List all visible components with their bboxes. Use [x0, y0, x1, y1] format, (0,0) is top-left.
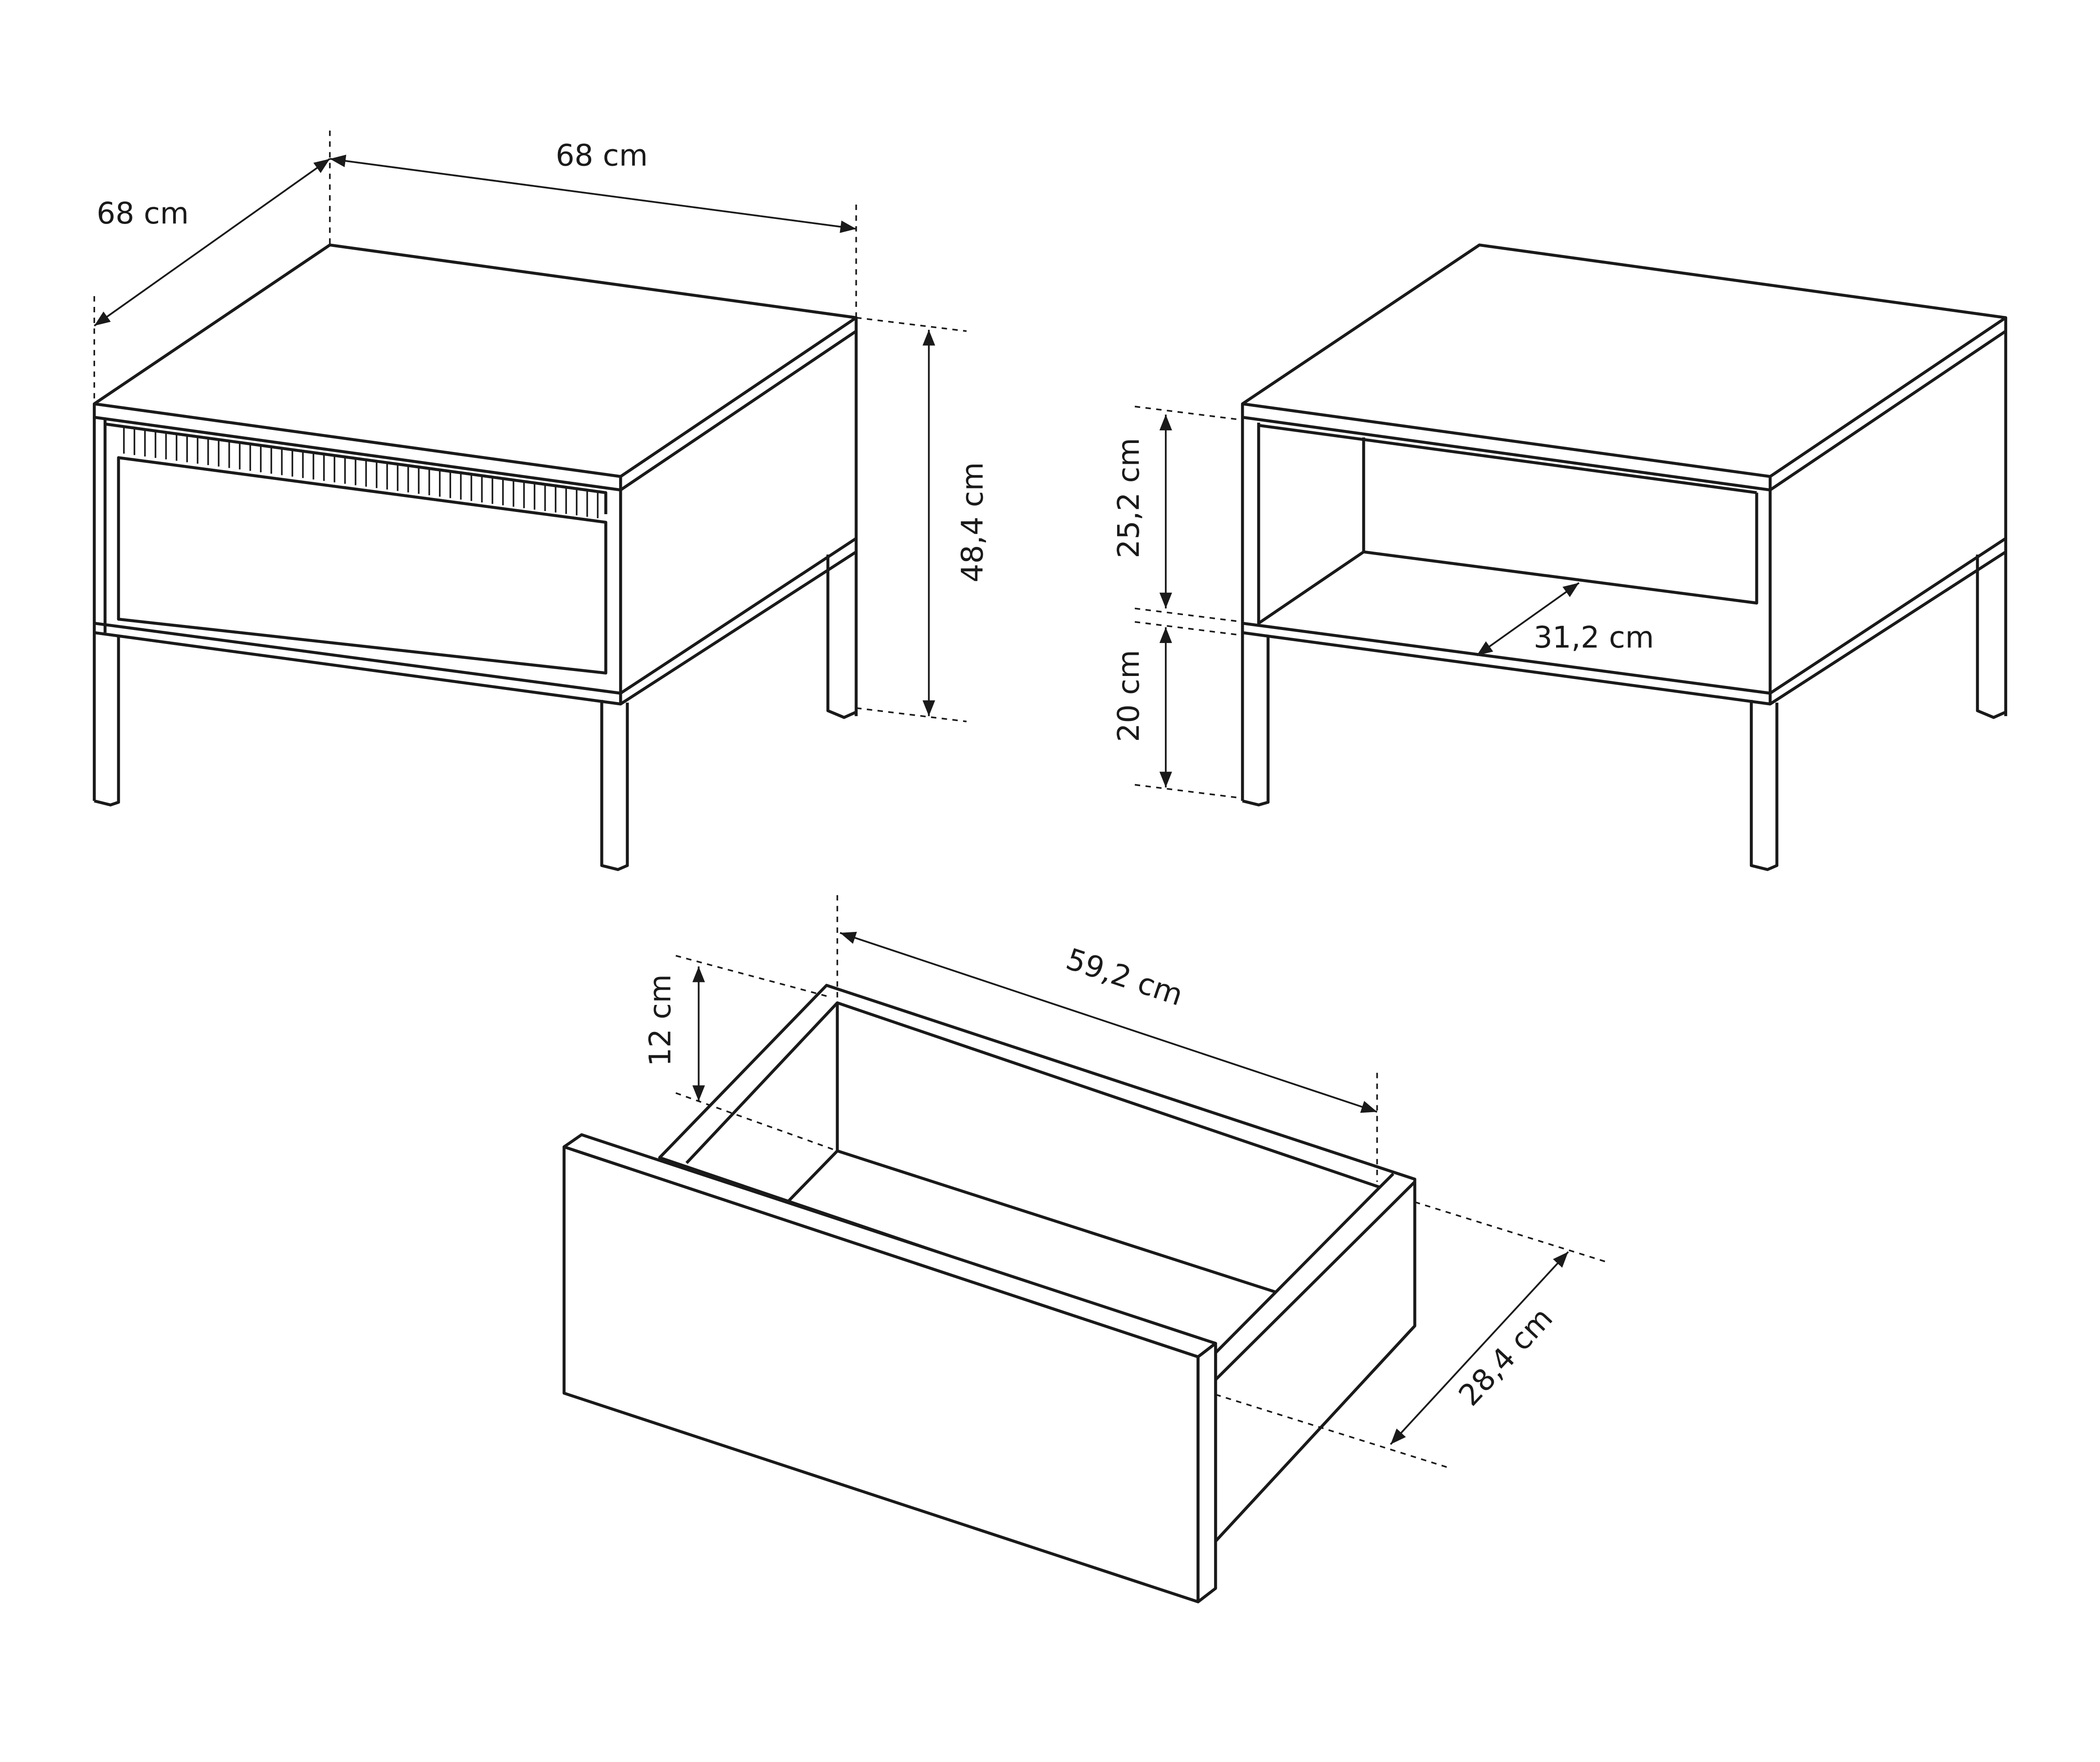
- lower-height-label: 20 cm: [1112, 650, 1146, 742]
- width-label: 68 cm: [556, 138, 648, 173]
- fluted-strip: [123, 426, 599, 518]
- upper-height-label: 25,2 cm: [1112, 438, 1146, 558]
- drawer-length-label: 59,2 cm: [1062, 942, 1187, 1013]
- drawer: [562, 984, 1416, 1603]
- drawer-depth-label: 28,4 cm: [1452, 1301, 1559, 1412]
- height-label: 48,4 cm: [956, 462, 990, 582]
- table-open-shelf: [1241, 243, 2008, 871]
- dimensions-table-open-shelf: 25,2 cm 20 cm 31,2 cm: [1112, 406, 1654, 799]
- drawer-height-label: 12 cm: [644, 974, 678, 1067]
- shelf-depth-label: 31,2 cm: [1534, 621, 1654, 655]
- dimensions-table-with-drawer: 68 cm 68 cm 48,4 cm: [93, 130, 990, 722]
- depth-label: 68 cm: [96, 196, 189, 231]
- table-with-drawer: [92, 243, 858, 871]
